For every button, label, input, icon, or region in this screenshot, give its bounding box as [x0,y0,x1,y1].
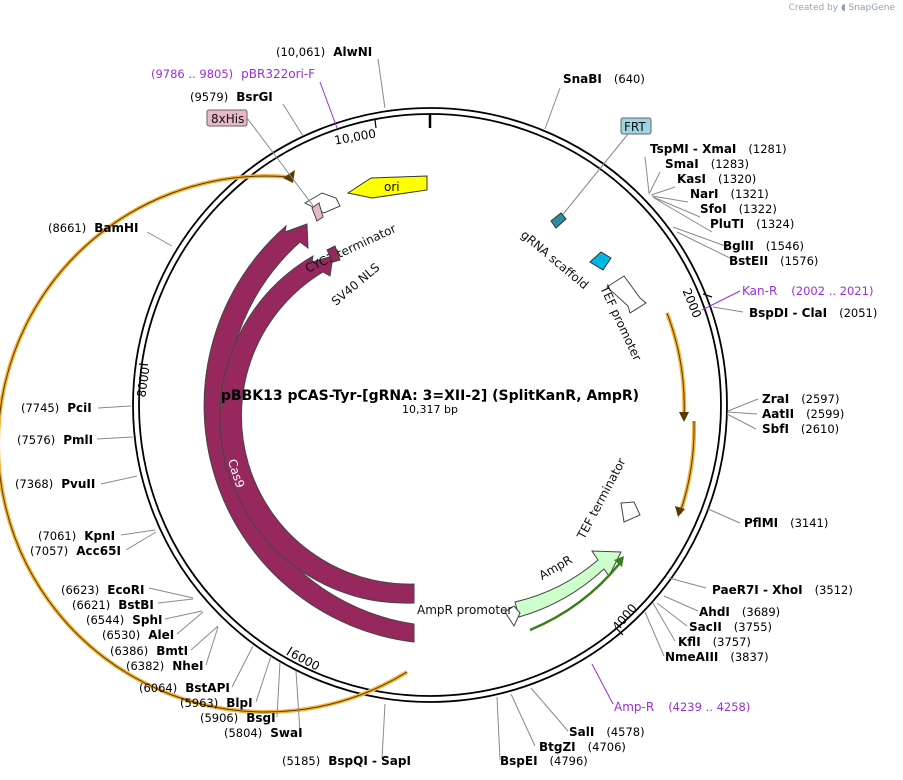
plasmid-length: 10,317 bp [402,403,458,416]
site-label-smai: SmaI(1283) [665,157,749,171]
site-label-bsgi: (5906)BsgI [200,711,276,725]
orange-orf-right-bottom-arrowhead [675,506,685,517]
site-label-ecori: (6623)EcoRI [61,583,145,597]
frt-leader [559,133,629,219]
grna-scaffold-label: gRNA scaffold [518,228,591,293]
site-label-bmti: (6386)BmtI [110,644,188,658]
plasmid-title: pBBK13 pCAS-Tyr-[gRNA: 3=XII-2] (SplitKa… [221,388,639,404]
site-label-paer7i-xhoi: PaeR7I - XhoI(3512) [712,583,853,597]
ori-label: ori [384,180,400,194]
ampr-label: AmpR [537,553,575,583]
site-label-alei: (6530)AleI [102,628,174,642]
site-label-blpi: (5963)BlpI [180,696,253,710]
snapgene-logo: ◖ SnapGene [840,3,895,13]
cyc1-terminator-label: CYC1 terminator [303,221,398,275]
frt-box [620,117,652,135]
site-label-bspqi-sapi: (5185)BspQI - SapI [282,754,411,768]
frt-mark [550,212,567,229]
tef-terminator-arrow [620,501,641,523]
primer-label-amp-r: Amp-R(4239 .. 4258) [614,700,750,714]
tick-label: 2000 [680,286,704,320]
primer-leader-kanr [701,290,741,311]
ampr-orf-line [529,562,621,632]
site-label-sacii: SacII(3755) [689,620,772,634]
site-label-pmli: (7576)PmlI [17,433,93,447]
site-label-aatii: AatII(2599) [762,407,844,421]
primer-leader-pbr322 [319,81,338,129]
ampr-promoter-arrow [504,605,521,628]
site-label-bglii: BglII(1546) [723,239,804,253]
site-labels: (10,061)AlwNI SnaBI(640) (9579)BsrGI Tsp… [15,45,877,768]
site-label-swai: (5804)SwaI [224,726,303,740]
site-label-bspei: BspEI(4796) [500,754,588,768]
credit-text: Created by [788,3,839,13]
ampr-promoter-label: AmpR promoter [417,603,512,617]
site-leader-lines [96,58,759,761]
site-label-zrai: ZraI(2597) [762,392,839,406]
site-label-bstapi: (6064)BstAPI [139,681,230,695]
cyc1-terminator-arrow [303,192,341,214]
site-label-ahdi: AhdI(3689) [699,605,780,619]
ori-feature [346,175,428,199]
site-label-bsteii: BstEII(1576) [729,254,818,268]
tick-label: 10,000 [333,126,377,147]
site-label-pflmi: PflMI(3141) [744,516,828,530]
site-label-alwni: (10,061)AlwNI [276,45,372,59]
site-label-kasi: KasI(1320) [677,172,756,186]
frt-label: FRT [624,120,646,134]
backbone-outer-ring [132,107,728,703]
site-label-kfli: KflI(3757) [678,635,751,649]
ampr-orf-arrowhead [614,556,624,567]
site-label-acc65i: (7057)Acc65I [30,544,121,558]
orange-orf-right-top-line [666,312,685,420]
site-label-bspdi-clai: BspDI - ClaI(2051) [749,306,877,320]
ampr-feature [514,550,622,618]
his-tag-mark [311,202,324,222]
site-label-btgzi: BtgZI(4706) [539,740,626,754]
site-label-tspmi-xmai: TspMI - XmaI(1281) [650,142,787,156]
orange-orf-left-arrowhead [283,170,295,183]
site-label-bstbi: (6621)BstBI [72,598,154,612]
site-label-nhei: (6382)NheI [126,659,203,673]
tef-promoter-arrow [606,275,647,314]
site-label-nmeaiii: NmeAIII(3837) [665,650,769,664]
site-label-bsrgi: (9579)BsrGI [190,90,273,104]
cas9-inner-arc [219,255,415,604]
site-label-pvuii: (7368)PvuII [15,477,95,491]
orange-orf-right-bottom-line [679,420,695,514]
site-label-sbfi: SbfI(2610) [762,422,839,436]
sv40-nls-mark [326,245,341,263]
tick-label: 8000 [134,366,152,398]
site-label-bamhi: (8661)BamHI [48,221,139,235]
orange-orf-right-top [665,312,687,420]
site-label-pluti: PluTI(1324) [710,217,794,231]
site-label-pcii: (7745)PciI [21,401,92,415]
site-label-nari: NarI(1321) [690,187,769,201]
orange-orf-right-top-arrowhead [679,412,689,422]
site-label-sfoi: SfoI(1322) [700,202,777,216]
primer-label-kan-r: Kan-R(2002 .. 2021) [742,284,873,298]
tef-terminator-label: TEF terminator [574,456,629,542]
site-label-snabi: SnaBI(640) [563,72,645,86]
orange-orf-right-bottom [678,420,697,514]
site-label-kpni: (7061)KpnI [38,529,115,543]
primer-leader-ampr [591,663,614,705]
sv40-nls-label: SV40 NLS [329,260,383,308]
site-label-sali: SalI(4578) [569,725,645,739]
his-tag-label: 8xHis [211,112,244,126]
snapgene-credit: Created by ◖ SnapGene [789,3,895,13]
tick-8000: 8000 [134,363,152,398]
tick-6000: 6000 [286,646,322,673]
primer-label-pbr322ori-f: (9786 .. 9805)pBR322ori-F [151,67,315,81]
his-tag-leader [246,117,315,208]
orange-orf-left-line [0,175,408,713]
site-label-sphi: (6544)SphI [86,613,163,627]
cas9-inner-label: Cas9 [266,446,288,478]
snapgene-brand: SnapGene [848,3,895,13]
grna-scaffold-mark [589,251,612,271]
